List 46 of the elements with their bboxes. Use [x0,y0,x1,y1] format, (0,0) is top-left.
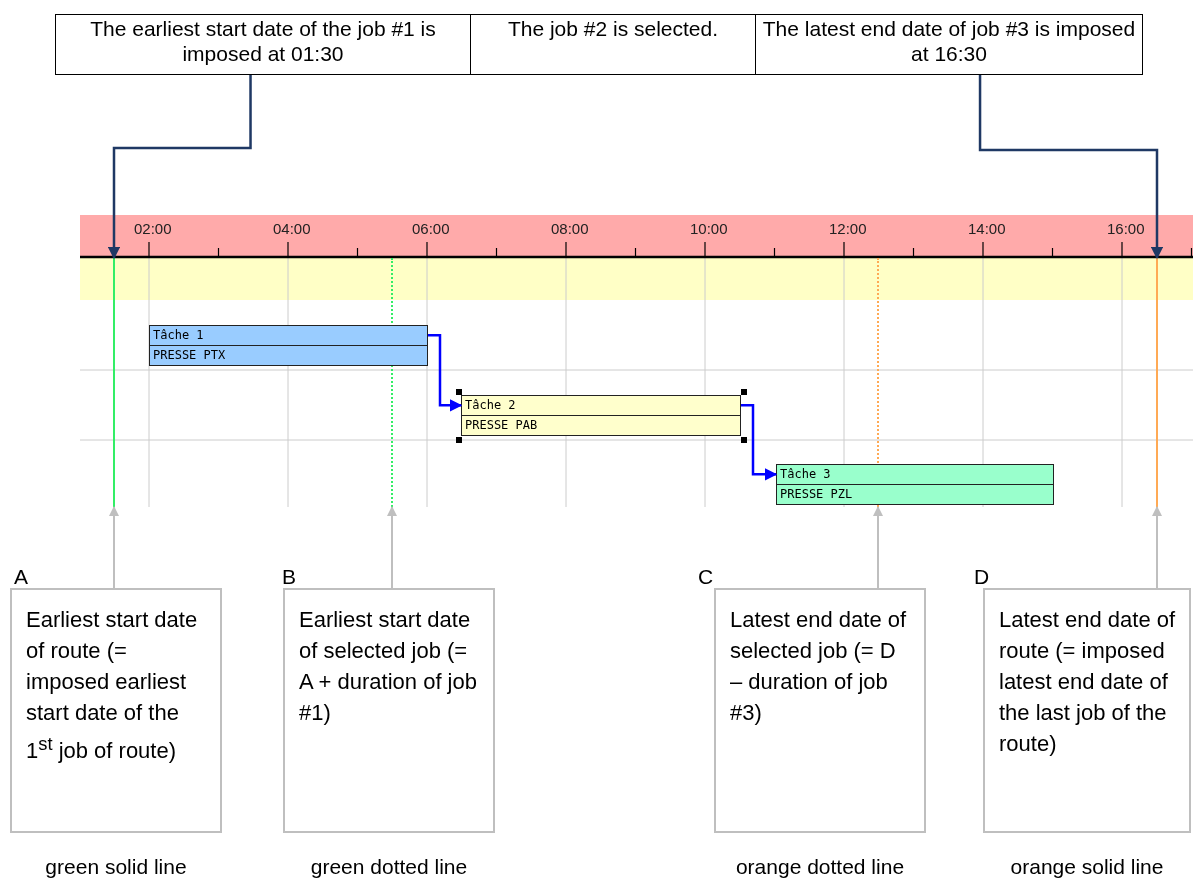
annotation-text: Latest end date of route (= imposed latest end date of the last job of the route) [999,606,1177,758]
callout-box: The job #2 is selected. [470,14,756,75]
time-tick-label: 08:00 [551,220,589,237]
task-resource: PRESSE PZL [779,485,854,503]
line-caption: green solid line [44,855,188,879]
line-caption: orange solid line [1009,855,1165,879]
annotation-text: Earliest start date of selected job (= A + duration of job #1) [299,606,478,727]
time-tick-label: 02:00 [134,220,172,237]
arrow [1152,506,1162,589]
arrow [387,506,397,589]
annotation-text: Latest end date of selected job (= D – duration of job #3) [730,606,908,727]
annotation-box [983,588,1191,833]
solid-marker-line [1156,258,1160,507]
annotation-letter: B [282,565,296,589]
annotation-letter: D [974,565,990,589]
callout-box: The earliest start date of the job #1 is imposed at 01:30 [55,14,471,75]
annotation-letter: A [14,565,28,589]
arrow [873,506,883,589]
time-tick-label: 14:00 [968,220,1006,237]
task-resource: PRESSE PAB [464,416,539,434]
arrow [428,334,463,412]
annotation-box [10,588,222,833]
line-caption: orange dotted line [734,855,906,879]
time-tick-label: 10:00 [690,220,728,237]
annotation-text: Earliest start date of route (= imposed earliest start date of the 1$^{st}$ job of route) [26,606,199,766]
task-name: Tâche 2 [462,396,740,416]
time-tick-label: 06:00 [412,220,450,237]
solid-marker-line [113,258,117,507]
annotation-box [283,588,495,833]
annotation-box [714,588,926,833]
line-caption: green dotted line [309,855,469,879]
task-name: Tâche 3 [777,465,1053,485]
arrow [107,75,252,260]
task-name: Tâche 1 [150,326,427,346]
time-tick-label: 16:00 [1107,220,1145,237]
arrow [741,404,778,481]
annotation-letter: C [698,565,714,589]
task-bar [149,325,428,366]
task-resource: PRESSE PTX [152,346,227,364]
task-bar [461,395,741,436]
arrow [978,75,1164,260]
callout-box: The latest end date of job #3 is imposed at 16:30 [755,14,1143,75]
time-tick-label: 04:00 [273,220,311,237]
task-bar [776,464,1054,505]
time-tick-label: 12:00 [829,220,867,237]
arrow [109,506,119,589]
